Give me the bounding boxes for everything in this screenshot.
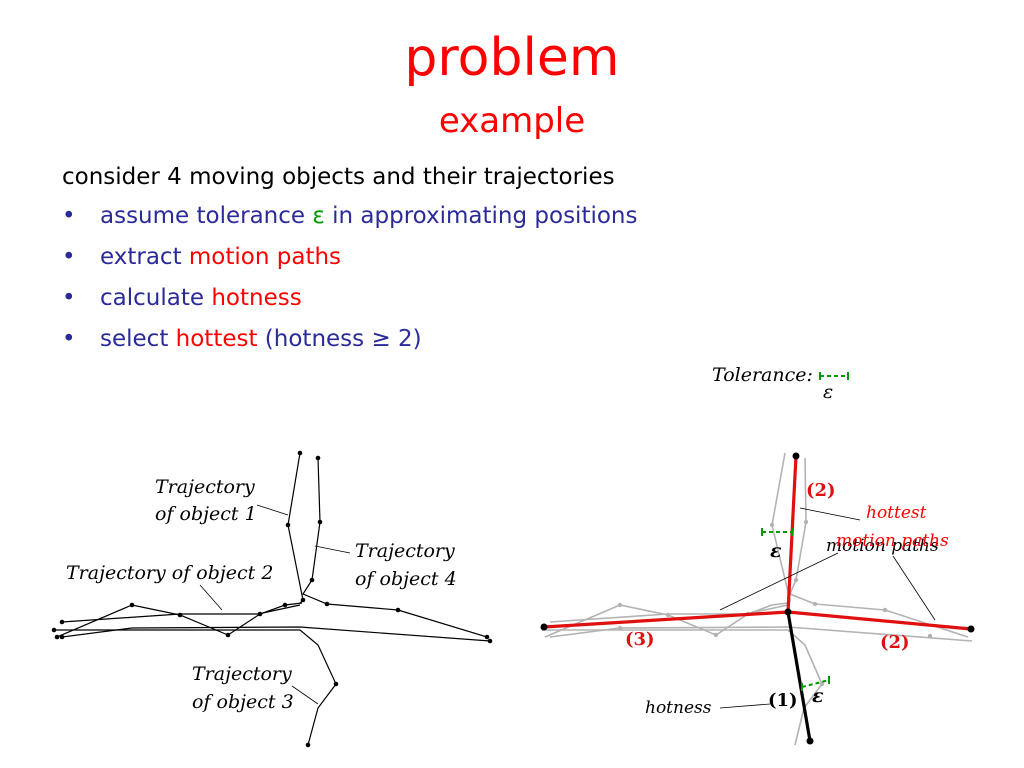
tolerance-label: Tolerance:	[712, 364, 813, 386]
bullet-text: in approximating positions	[324, 203, 638, 229]
label-trajectory-2: Trajectory of object 2	[66, 562, 273, 584]
label-trajectory-1: of object 1	[155, 503, 257, 525]
trajectory-object-2b	[61, 604, 301, 623]
label-trajectory-4: Trajectory	[355, 540, 455, 562]
bullet-dot: •	[62, 203, 76, 229]
trajectory-object-3	[54, 629, 337, 746]
label-trajectory-3: Trajectory	[192, 663, 292, 685]
bullet-highlight: motion paths	[188, 244, 342, 270]
bullet-text: select	[100, 326, 176, 352]
trajectory-object-3b	[61, 626, 491, 642]
bullet-text: calculate	[100, 285, 212, 311]
tolerance-marker	[819, 372, 849, 380]
label-trajectory-1: Trajectory	[155, 476, 255, 498]
label-hottest: motion paths	[836, 531, 949, 551]
epsilon-marker-bottom	[801, 676, 830, 691]
hotness-value-top: (2)	[806, 480, 836, 501]
bullet-highlight: hottest	[175, 326, 258, 352]
label-motion-paths: motion paths	[826, 536, 939, 556]
slide-title: problem	[404, 28, 620, 88]
bullet-dot: •	[62, 285, 76, 311]
bullet-text: assume tolerance	[100, 203, 313, 229]
hot-path-left	[543, 610, 789, 629]
motion-path-bottom	[786, 611, 812, 742]
tolerance-epsilon: ε	[823, 381, 833, 403]
bullet-text: (hotness ≥ 2)	[257, 326, 422, 352]
label-hotness: hotness	[645, 698, 712, 718]
right-gray-trajectories	[542, 452, 973, 746]
bullet-item: • select hottest (hotness ≥ 2)	[62, 324, 638, 365]
hotness-value-right: (2)	[880, 632, 910, 653]
bullet-text: extract	[100, 244, 189, 270]
left-vertices	[51, 450, 493, 748]
intro-text: consider 4 moving objects and their traj…	[62, 164, 615, 190]
bullet-dot: •	[62, 326, 76, 352]
epsilon-marker-top	[761, 528, 793, 536]
right-leader-lines	[719, 507, 936, 709]
hotness-value-left: (3)	[625, 629, 655, 650]
label-hottest: hottest	[866, 503, 927, 523]
bullet-item: • calculate hotness	[62, 283, 638, 324]
bullet-highlight: hotness	[211, 285, 302, 311]
bullet-item: • assume tolerance ε in approximating po…	[62, 201, 638, 242]
hotness-value-bottom: (1)	[768, 690, 798, 711]
bullet-highlight: ε	[312, 203, 325, 229]
label-trajectory-4: of object 4	[355, 568, 457, 590]
bullet-dot: •	[62, 244, 76, 270]
bullet-item: • extract motion paths	[62, 242, 638, 283]
bullet-list: • assume tolerance ε in approximating po…	[62, 201, 638, 365]
left-leader-lines	[199, 504, 351, 705]
label-trajectory-3: of object 3	[192, 691, 294, 713]
path-endpoints	[540, 452, 975, 745]
trajectory-object-1	[287, 452, 304, 604]
epsilon-label-top: ε	[770, 540, 782, 562]
epsilon-label-bottom: ε	[812, 685, 824, 707]
hot-path-right	[787, 610, 972, 631]
slide-subtitle: example	[438, 101, 586, 141]
